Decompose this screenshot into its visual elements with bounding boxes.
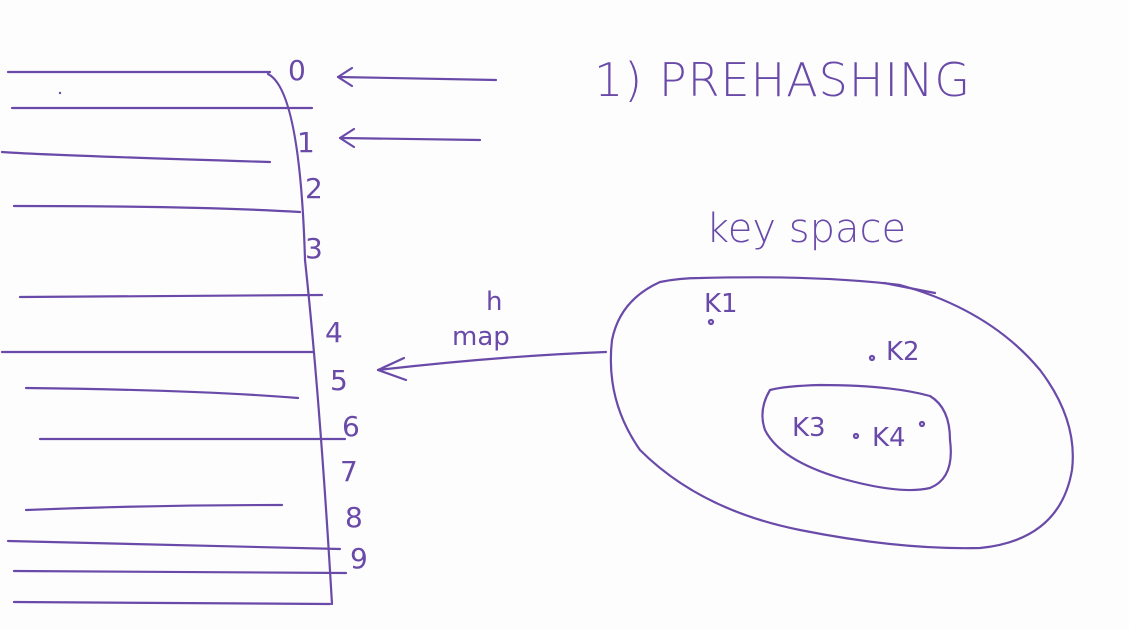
table-index-labels: 0 1 2 3 4 5 6 7 8 9: [288, 54, 368, 575]
table-index-9: 9: [350, 542, 368, 575]
arrow-to-index-0: [336, 66, 498, 88]
table-slot-line: [0, 150, 272, 164]
arrow-to-index-1: [338, 127, 482, 149]
table-spine: [266, 72, 334, 606]
table-index-8: 8: [345, 501, 363, 534]
table-index-7: 7: [340, 455, 358, 488]
arrow-shaft: [338, 136, 482, 142]
key-k1: K1: [704, 289, 738, 319]
table-slot-line: [18, 293, 324, 299]
table-index-6: 6: [342, 410, 360, 443]
key-k2-dot: [868, 354, 876, 362]
table-slot-line: [12, 569, 348, 575]
table-index-4: 4: [325, 316, 343, 349]
stray-dot: [58, 91, 62, 95]
key-k1-dot: [707, 318, 715, 326]
page-title: 1) PREHASHING: [594, 53, 971, 107]
key-space-outer-tail: [882, 281, 937, 295]
key-space-outer-region: [609, 276, 1074, 550]
key-space-label: key space: [706, 206, 906, 252]
table-index-0: 0: [288, 54, 306, 87]
map-arrow-label-h: h: [486, 287, 502, 317]
arrow-shaft: [376, 350, 608, 372]
table-slot-line: [6, 539, 342, 551]
table-index-3: 3: [305, 232, 323, 265]
table-index-2: 2: [305, 172, 323, 205]
arrow-head: [338, 127, 356, 149]
key-k3: K3: [792, 413, 826, 443]
arrow-head: [336, 66, 354, 88]
table-index-5: 5: [330, 364, 348, 397]
map-arrow-label-map: map: [452, 322, 510, 352]
arrow-head: [376, 356, 408, 382]
table-slots: [0, 70, 348, 606]
key-k4-dot: [918, 420, 926, 428]
key-k2: K2: [886, 337, 920, 367]
map-arrow: [376, 350, 608, 382]
key-space-inner-region: [761, 383, 952, 492]
arrow-shaft: [336, 75, 498, 82]
table-slot-line: [24, 503, 284, 512]
key-k3-dot: [852, 432, 860, 440]
table-slot-line: [12, 600, 332, 606]
key-k4: K4: [872, 423, 906, 453]
table-slot-line: [24, 386, 300, 400]
table-slot-line: [12, 204, 302, 214]
table-index-1: 1: [297, 126, 315, 159]
